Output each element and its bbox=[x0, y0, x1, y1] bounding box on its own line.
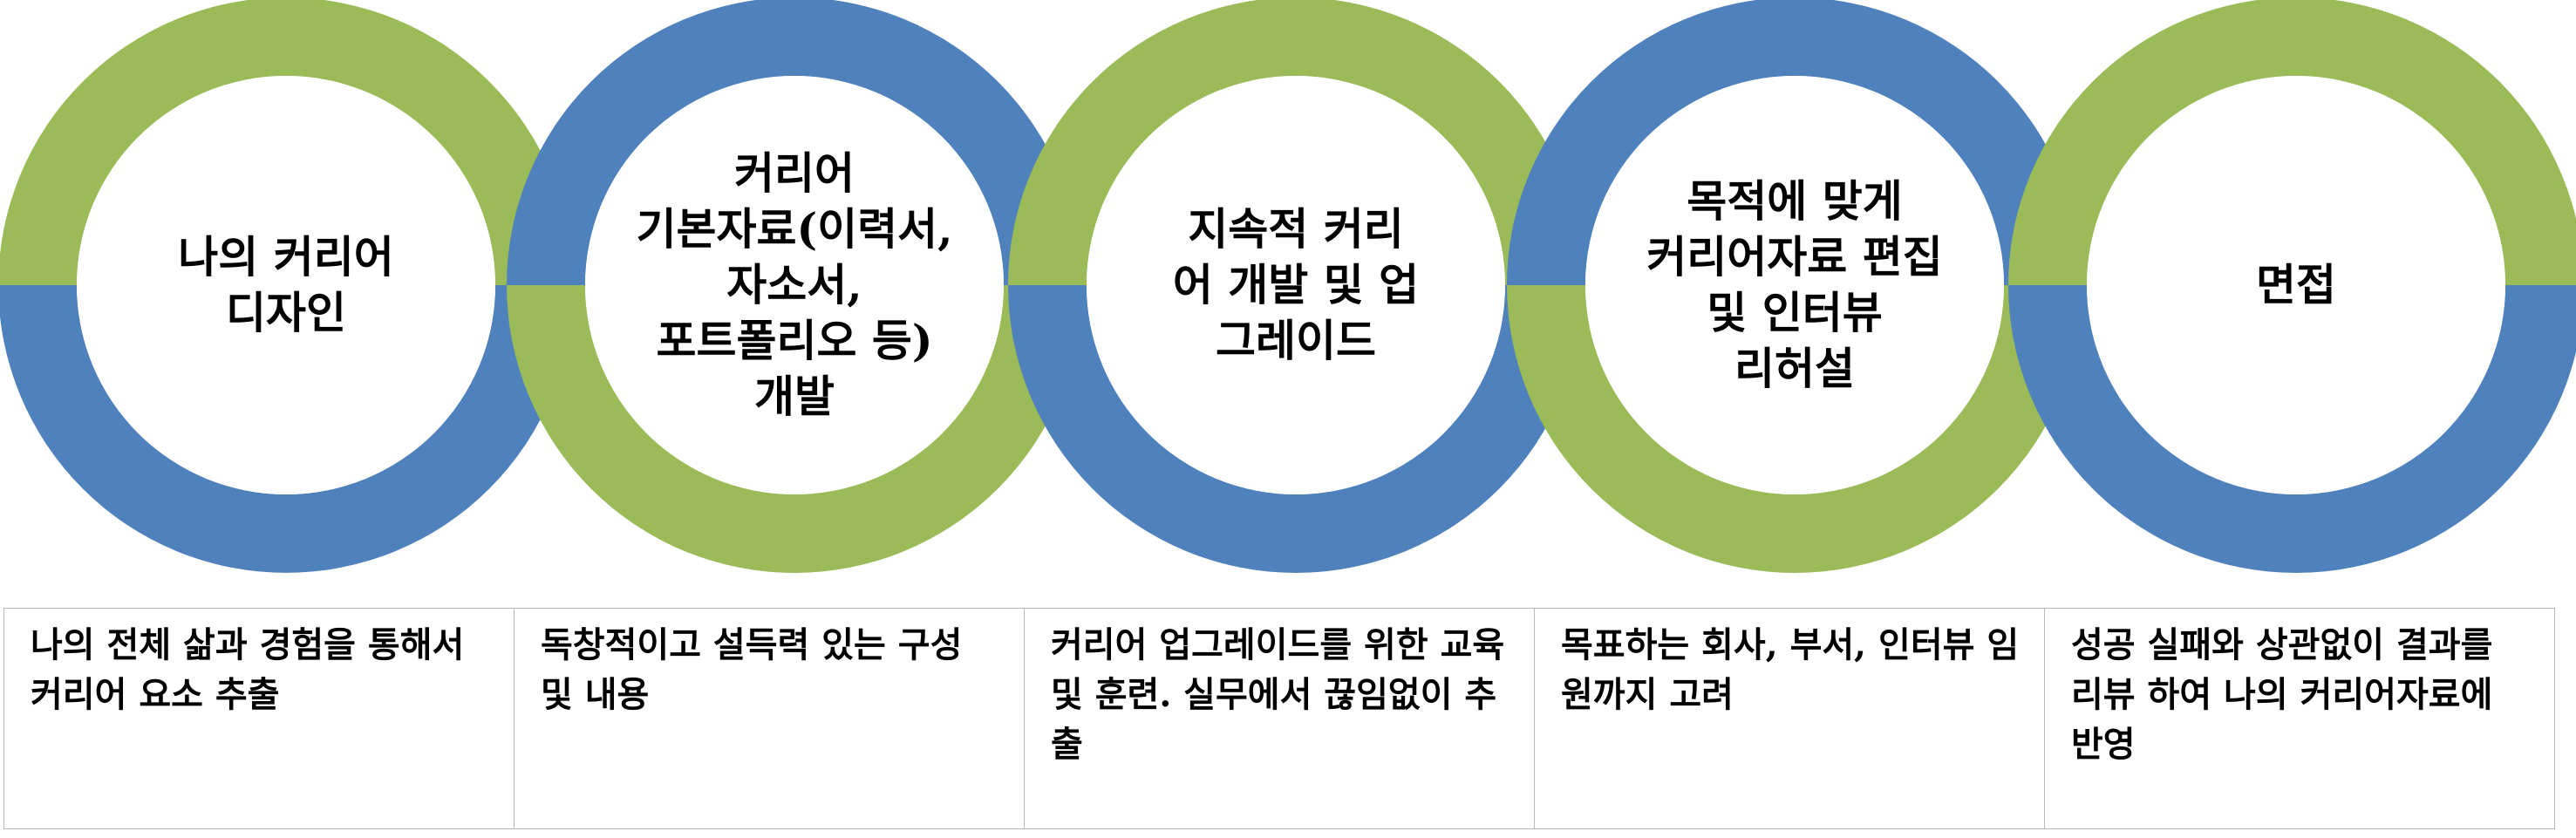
step-ring-3 bbox=[1008, 0, 1584, 573]
ring-bottom-half bbox=[2008, 285, 2576, 573]
description-row: 나의 전체 삶과 경험을 통해서 커리어 요소 추출 독창적이고 설득력 있는 … bbox=[3, 608, 2555, 829]
description-cell-3: 커리어 업그레이드를 위한 교육 및 훈련. 실무에서 끊임없이 추출 bbox=[1024, 608, 1535, 829]
description-cell-5: 성공 실패와 상관없이 결과를 리뷰 하여 나의 커리어자료에 반영 bbox=[2044, 608, 2555, 829]
ring-inner bbox=[1087, 76, 1505, 494]
ring-top-half bbox=[1507, 0, 2082, 285]
ring-bottom-half bbox=[1008, 285, 1584, 573]
step-ring-5 bbox=[2008, 0, 2576, 573]
description-cell-1: 나의 전체 삶과 경험을 통해서 커리어 요소 추출 bbox=[3, 608, 515, 829]
step-title-3: 지속적 커리 어 개발 및 업 그레이드 bbox=[1172, 203, 1420, 366]
ring-inner bbox=[585, 76, 1004, 494]
step-title-1: 나의 커리어 디자인 bbox=[178, 231, 394, 338]
step-ring-4 bbox=[1507, 0, 2082, 573]
ring-top-half bbox=[507, 0, 1082, 285]
ring-bottom-half bbox=[507, 285, 1082, 573]
ring-top-half bbox=[1008, 0, 1584, 285]
step-title-2: 커리어 기본자료(이력서, 자소서, 포트폴리오 등) 개발 bbox=[636, 147, 953, 422]
ring-inner bbox=[1585, 76, 2004, 494]
ring-inner bbox=[2087, 76, 2505, 494]
ring-bottom-half bbox=[1507, 285, 2082, 573]
step-title-5: 면접 bbox=[2256, 259, 2336, 310]
ring-bottom-half bbox=[0, 285, 574, 573]
ring-inner bbox=[77, 76, 495, 494]
description-table: 나의 전체 삶과 경험을 통해서 커리어 요소 추출 독창적이고 설득력 있는 … bbox=[3, 608, 2555, 829]
step-ring-1 bbox=[0, 0, 574, 573]
step-title-4: 목적에 맞게 커리어자료 편집 및 인터뷰 리허설 bbox=[1646, 175, 1943, 394]
step-ring-2 bbox=[507, 0, 1082, 573]
ring-top-half bbox=[0, 0, 574, 285]
ring-top-half bbox=[2008, 0, 2576, 285]
description-cell-2: 독창적이고 설득력 있는 구성 및 내용 bbox=[514, 608, 1025, 829]
career-process-diagram bbox=[0, 0, 2576, 573]
description-cell-4: 목표하는 회사, 부서, 인터뷰 임원까지 고려 bbox=[1534, 608, 2045, 829]
